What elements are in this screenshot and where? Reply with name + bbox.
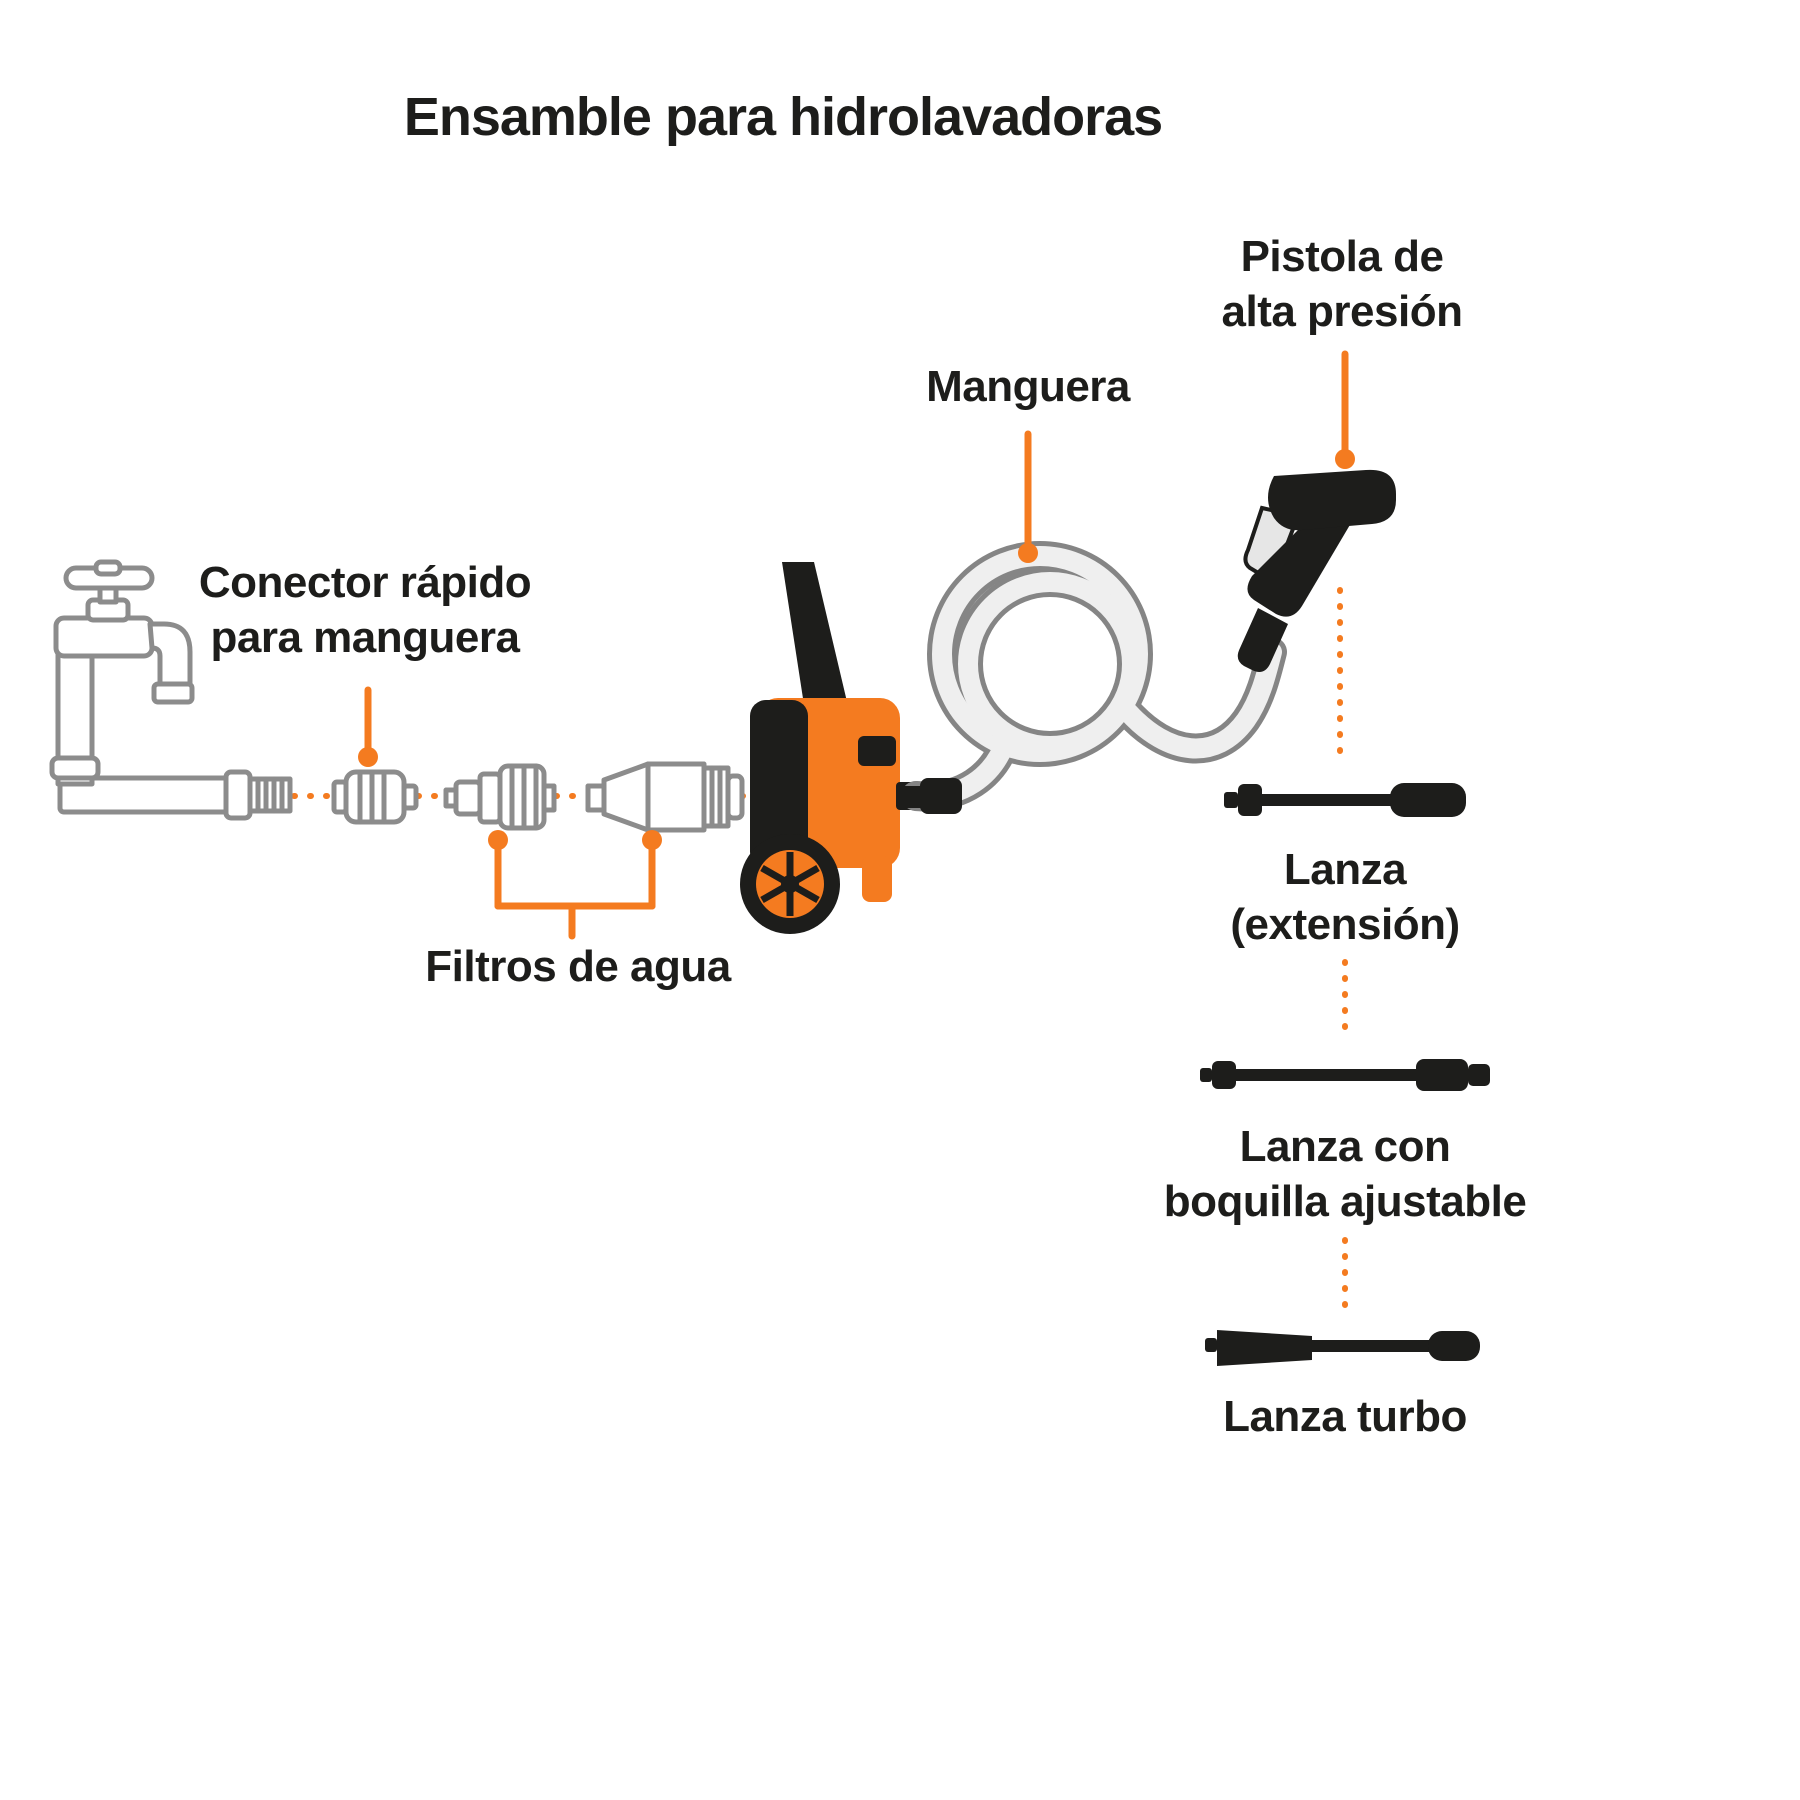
lance-turbo-icon bbox=[1205, 1330, 1480, 1366]
connection-dashes bbox=[291, 587, 1348, 1321]
label-water-filters: Filtros de agua bbox=[425, 942, 731, 991]
label-hose: Manguera bbox=[926, 362, 1130, 411]
label-lance-turbo: Lanza turbo bbox=[1223, 1392, 1467, 1441]
hose-icon bbox=[901, 541, 1287, 812]
lance-adjustable-nozzle-icon bbox=[1200, 1059, 1490, 1091]
leader-quick-connector bbox=[358, 686, 378, 767]
lance-extension-icon bbox=[1224, 783, 1466, 817]
faucet-icon bbox=[49, 559, 293, 821]
inlet-filter-icon bbox=[443, 763, 557, 831]
leader-pressure-gun bbox=[1335, 350, 1355, 469]
leader-lines bbox=[358, 350, 1355, 940]
spray-gun-icon bbox=[1237, 469, 1396, 672]
label-quick-connector: Conector rápido para manguera bbox=[198, 558, 532, 662]
label-lance-extension: Lanza (extensión) bbox=[1230, 845, 1460, 949]
bracket-water-filters bbox=[488, 830, 662, 940]
leader-hose bbox=[1018, 430, 1038, 563]
quick-connector-icon bbox=[331, 769, 419, 825]
label-pressure-gun: Pistola de alta presión bbox=[1221, 232, 1463, 336]
pressure-washer-icon bbox=[740, 562, 916, 934]
diagram-title: Ensamble para hidrolavadoras bbox=[403, 87, 1163, 147]
label-lance-adjustable-nozzle: Lanza con boquilla ajustable bbox=[1163, 1122, 1527, 1226]
water-filter-icon bbox=[585, 761, 745, 833]
hose-connector-icon bbox=[898, 778, 962, 814]
